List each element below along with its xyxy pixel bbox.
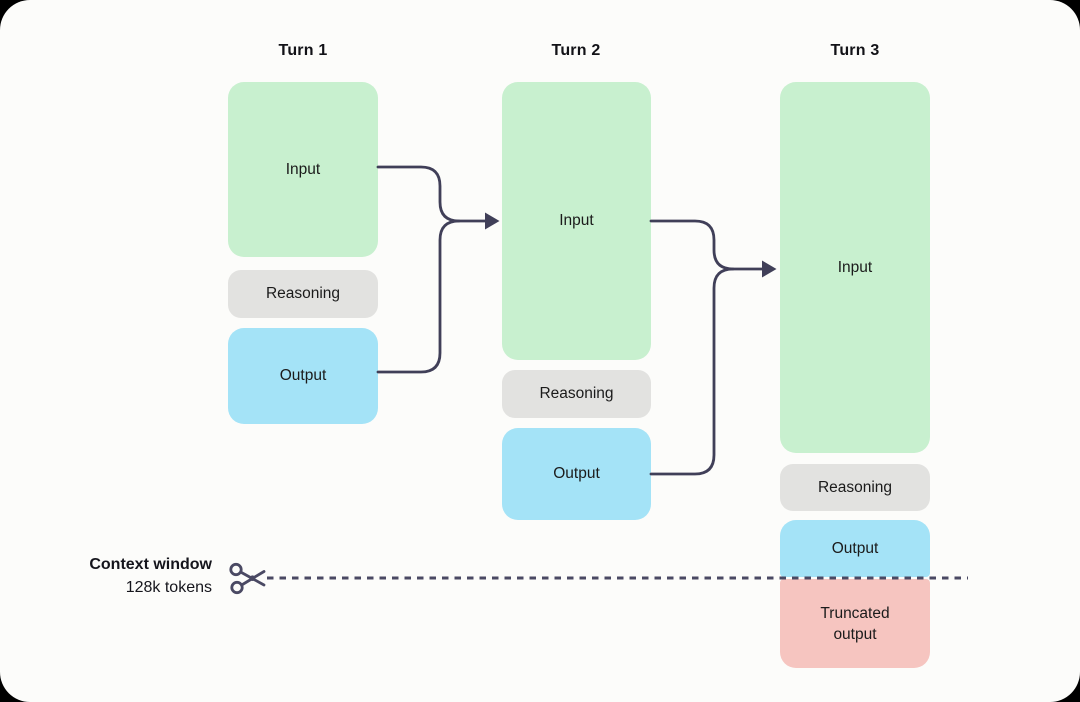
scissors-blade-2 xyxy=(241,570,266,586)
context-window-title: Context window xyxy=(89,556,212,573)
column-title-turn-2: Turn 2 xyxy=(551,42,601,59)
turn2-output-block: Output xyxy=(502,428,651,520)
scissors-pivot xyxy=(249,575,256,581)
scissors-handle-bottom xyxy=(230,580,244,595)
connector-arrowhead-turn3 xyxy=(762,260,777,278)
turn1-reasoning-block: Reasoning xyxy=(228,270,378,318)
turn1-input-label: Input xyxy=(285,160,321,178)
connector-turn1-output-to-turn2 xyxy=(376,219,461,374)
scissors-blade-1 xyxy=(240,571,266,587)
turn1-input-block: Input xyxy=(228,82,378,257)
connector-turn2-input-to-turn3 xyxy=(649,219,766,271)
column-title-turn-1: Turn 1 xyxy=(278,42,328,59)
turn3-input-block: Input xyxy=(780,82,930,453)
scissors-icon xyxy=(229,562,266,595)
turn3-reasoning-label: Reasoning xyxy=(817,478,893,496)
turn2-reasoning-label: Reasoning xyxy=(539,385,614,402)
connector-turn1-input-to-turn2 xyxy=(376,165,489,223)
column-title-turn-3: Turn 3 xyxy=(830,42,880,59)
turn3-truncated-output-block: Truncated output xyxy=(780,579,930,668)
context-window-label: Context window 128k tokens xyxy=(62,553,212,599)
turn2-input-block: Input xyxy=(502,82,651,360)
turn3-truncated-output-label: Truncated output xyxy=(820,604,890,643)
turn3-output-label: Output xyxy=(831,539,879,557)
turn2-output-label: Output xyxy=(553,465,600,482)
turn3-input-label: Input xyxy=(837,258,873,276)
turn1-reasoning-label: Reasoning xyxy=(265,285,341,302)
turn1-output-block: Output xyxy=(228,328,378,424)
context-window-subtitle: 128k tokens xyxy=(125,579,212,596)
scissors-handle-top xyxy=(229,562,243,577)
turn3-output-block: Output xyxy=(780,520,930,577)
turn2-reasoning-block: Reasoning xyxy=(502,370,651,418)
turn3-reasoning-block: Reasoning xyxy=(780,464,930,511)
turn2-input-label: Input xyxy=(559,212,594,229)
turn1-output-label: Output xyxy=(279,367,327,384)
connector-turn2-output-to-turn3 xyxy=(649,267,735,476)
connector-arrowhead-turn2 xyxy=(485,212,500,230)
